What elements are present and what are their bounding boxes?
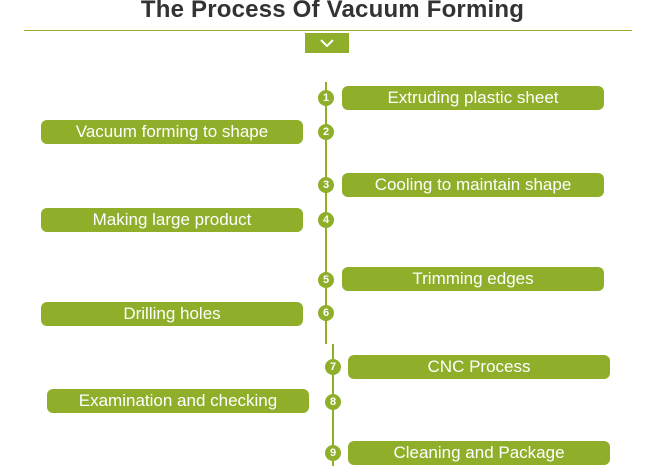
step-number-3: 3 <box>318 177 334 193</box>
step-number-8: 8 <box>325 394 341 410</box>
step-9-box: Cleaning and Package <box>348 441 610 465</box>
step-3-box: Cooling to maintain shape <box>342 173 604 197</box>
diagram-title: The Process Of Vacuum Forming <box>140 0 525 23</box>
step-2-box: Vacuum forming to shape <box>41 120 303 144</box>
step-7-box: CNC Process <box>348 355 610 379</box>
step-number-1: 1 <box>318 90 334 106</box>
step-5-box: Trimming edges <box>342 267 604 291</box>
step-number-5: 5 <box>318 272 334 288</box>
step-8-box: Examination and checking <box>47 389 309 413</box>
step-4-box: Making large product <box>41 208 303 232</box>
chevron-tab <box>305 33 349 53</box>
step-number-7: 7 <box>325 359 341 375</box>
step-number-4: 4 <box>318 212 334 228</box>
step-number-9: 9 <box>325 445 341 461</box>
step-number-6: 6 <box>318 305 334 321</box>
step-1-box: Extruding plastic sheet <box>342 86 604 110</box>
step-6-box: Drilling holes <box>41 302 303 326</box>
chevron-down-icon <box>320 39 334 47</box>
step-number-2: 2 <box>318 124 334 140</box>
title-divider <box>24 30 632 31</box>
